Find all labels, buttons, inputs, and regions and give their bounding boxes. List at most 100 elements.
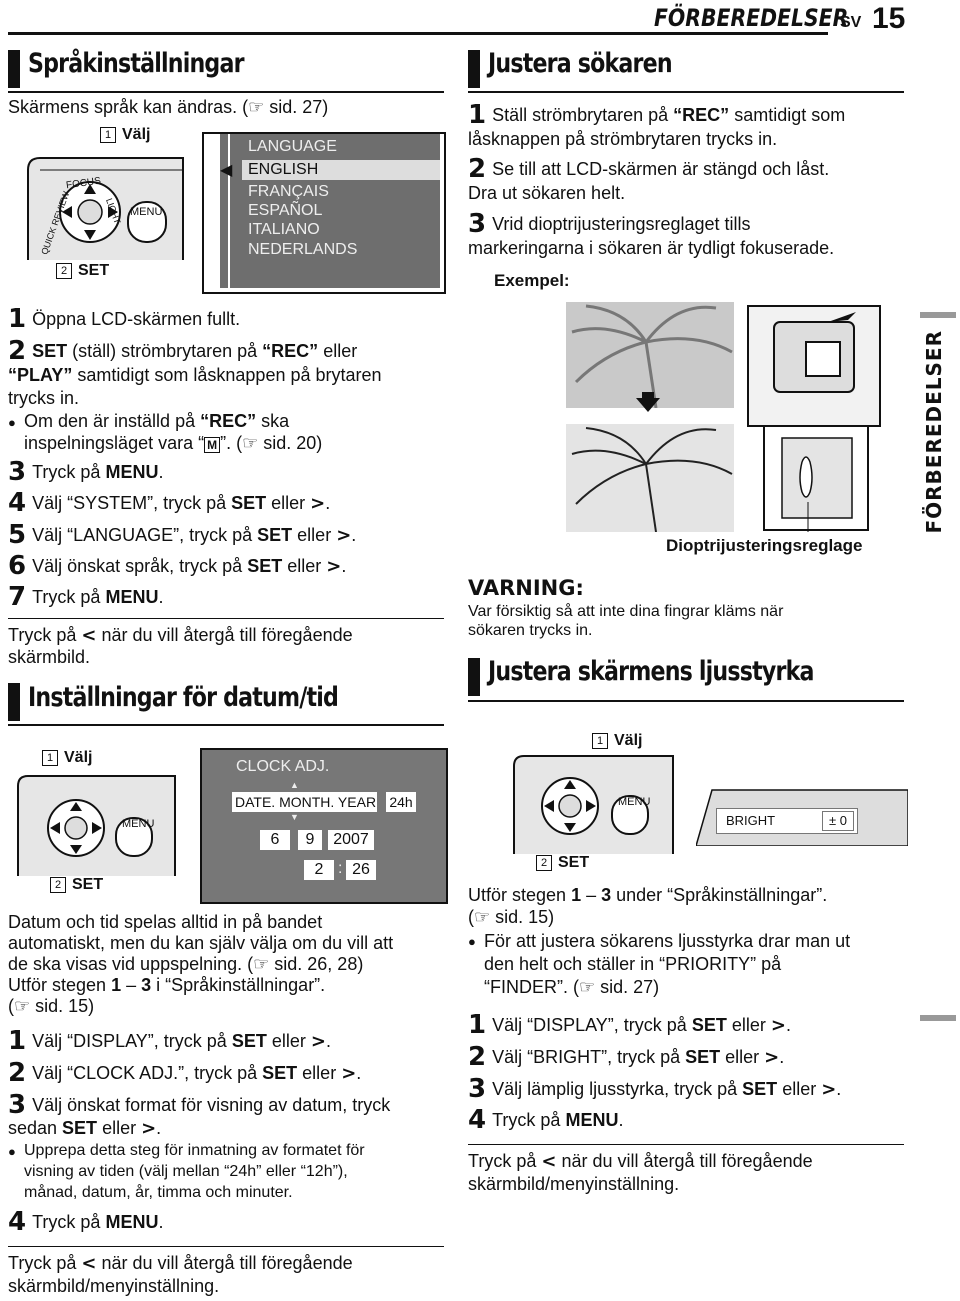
bright-section-title: Justera skärmens ljusstyrka <box>488 656 814 687</box>
blurry-palm-image <box>566 302 734 408</box>
bright-slider[interactable] <box>716 808 858 834</box>
bright-value: ± 0 <box>822 811 854 831</box>
language-screen: LANGUAGE ◀ ENGLISH FRANÇAIS ESPAÑOL ITAL… <box>214 134 440 288</box>
sidebar-tab: FÖRBEREDELSER <box>922 330 946 534</box>
date-section-title: Inställningar för datum/tid <box>28 682 339 713</box>
bright-cam-menu: MENU <box>618 796 651 808</box>
lang-note-rule <box>8 618 444 619</box>
vf-section-title: Justera sökaren <box>488 48 673 79</box>
screen-cursor-icon: ◀ <box>220 162 233 179</box>
lang-bullet: Om den är inställd på “REC” ska <box>8 410 289 434</box>
date-para-4: Utför stegen 1 – 3 i “Språkinställningar… <box>8 975 326 995</box>
bright-note-line2: skärmbild/menyinställning. <box>468 1174 680 1194</box>
bright-note-rule <box>468 1144 904 1145</box>
lang-section-bar <box>8 50 20 88</box>
sidebar-marker <box>920 312 956 318</box>
date-para-3: de ska visas vid uppspelning. (☞ sid. 26… <box>8 954 364 974</box>
screen-lang-english[interactable]: ENGLISH <box>248 161 319 178</box>
lang-note-line2: skärmbild. <box>8 647 91 667</box>
header-lang: SV <box>840 14 862 31</box>
vf-step-3-line2: markeringarna i sökaren är tydligt fokus… <box>468 238 835 258</box>
date-camera-illustration <box>17 775 176 876</box>
date-step-3-line2: sedan SET eller >. <box>8 1118 162 1139</box>
warning-line-1: Var försiktig så att inte dina fingrar k… <box>468 603 784 620</box>
date-section-bar <box>8 683 20 721</box>
clock-day[interactable]: 6 <box>260 830 290 850</box>
clock-up-arrow-icon: ▲ <box>290 780 299 790</box>
screen-lang-french[interactable]: FRANÇAIS <box>248 183 329 200</box>
date-para-2: automatiskt, men du kan själv välja om d… <box>8 933 394 953</box>
screen-lang-italian[interactable]: ITALIANO <box>248 221 320 238</box>
clock-colon: : <box>338 860 343 877</box>
viewfinder-illustration <box>747 305 881 532</box>
vf-step-2-line2: Dra ut sökaren helt. <box>468 183 626 203</box>
lang-title-rule <box>8 91 444 93</box>
bright-bullet-1: För att justera sökarens ljusstyrka drar… <box>468 930 850 953</box>
screen-lang-dutch[interactable]: NEDERLANDS <box>248 241 358 258</box>
bright-intro-2: (☞ sid. 15) <box>468 907 555 927</box>
lang-intro: Skärmens språk kan ändras. (☞ sid. 27) <box>8 97 329 117</box>
vf-section-bar <box>468 50 480 88</box>
screen-lang-title: LANGUAGE <box>248 138 337 155</box>
bright-bullet-3: “FINDER”. (☞ sid. 27) <box>484 977 660 997</box>
clock-month[interactable]: 9 <box>298 830 322 850</box>
bright-intro: Utför stegen 1 – 3 under “Språkinställni… <box>468 885 828 905</box>
header-rule <box>8 32 828 35</box>
bright-bullet-2: den helt och ställer in “PRIORITY” på <box>484 954 782 974</box>
clock-year[interactable]: 2007 <box>328 830 374 850</box>
bright-camera-illustration <box>513 755 674 854</box>
clock-format[interactable]: DATE. MONTH. YEAR <box>232 792 377 812</box>
clock-hour[interactable]: 2 <box>304 860 334 880</box>
clock-minute[interactable]: 26 <box>346 860 376 880</box>
date-para-1: Datum och tid spelas alltid in på bandet <box>8 912 323 932</box>
lang-step-2-line3: trycks in. <box>8 388 80 408</box>
date-note-rule <box>8 1246 444 1247</box>
date-cam-menu: MENU <box>122 818 155 830</box>
arrow-down-stem <box>642 392 654 400</box>
lang-section-title: Språkinställningar <box>28 48 244 79</box>
date-note: Tryck på < när du vill återgå till föreg… <box>8 1253 353 1274</box>
screen-lang-spanish[interactable]: ESPAÑOL <box>248 202 323 219</box>
bright-note: Tryck på < när du vill återgå till föreg… <box>468 1151 813 1172</box>
lang-bullet-line2: inspelningsläget vara “M”. (☞ sid. 20) <box>24 433 323 453</box>
arrow-down-icon <box>636 398 660 412</box>
manual-mode-icon: M <box>204 437 221 453</box>
vf-title-rule <box>468 91 904 93</box>
lang-note: Tryck på < när du vill återgå till föreg… <box>8 625 353 646</box>
clock-title: CLOCK ADJ. <box>236 758 330 775</box>
sidebar-label: FÖRBEREDELSER <box>922 330 946 534</box>
date-bullet-1: Upprepa detta steg för inmatning av form… <box>8 1141 365 1162</box>
sidebar-marker-bottom <box>920 1015 956 1021</box>
clock-adj-screen: CLOCK ADJ. ▲ DATE. MONTH. YEAR 24h ▼ 6 9… <box>200 748 448 904</box>
date-bullet-3: månad, datum, år, timma och minuter. <box>24 1184 293 1201</box>
date-para-5: (☞ sid. 15) <box>8 996 95 1016</box>
bright-section-bar <box>468 658 480 696</box>
lang-cam-menu: MENU <box>130 206 163 218</box>
sharp-palm-image <box>566 424 734 532</box>
clock-hour-format[interactable]: 24h <box>386 792 416 812</box>
diopter-label: Dioptrijusteringsreglage <box>666 536 863 555</box>
